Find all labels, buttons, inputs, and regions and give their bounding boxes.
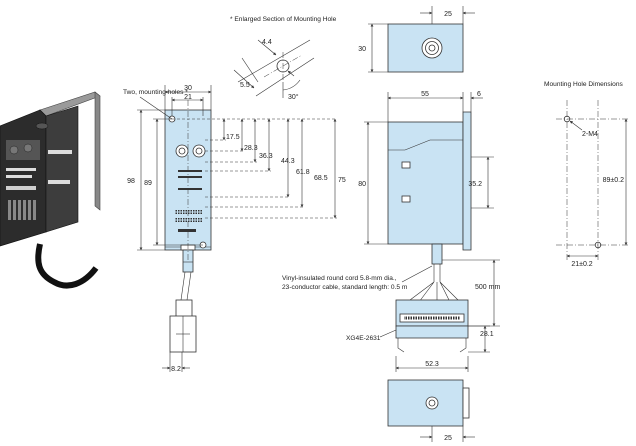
connector-label: XG4E-2631 <box>346 335 381 342</box>
dim-68-5: 68.5 <box>314 175 328 182</box>
dim-36-3: 36.3 <box>259 153 273 160</box>
cable-label-line2: 23-conductor cable, standard length: 0.5… <box>282 284 408 291</box>
side-dim-55: 55 <box>421 91 429 98</box>
side-dim-35-2: 35.2 <box>468 181 482 188</box>
top-view: 25 30 <box>358 6 475 73</box>
cable-label-line1: Vinyl-insulated round cord 5.8-mm dia., <box>282 275 397 282</box>
conn-dim-52-3: 52.3 <box>425 361 439 368</box>
dim-61-8: 61.8 <box>296 169 310 176</box>
dim-8-2: 8.2 <box>171 366 181 373</box>
mh-dim-21: 21±0.2 <box>571 261 592 268</box>
cable-dim-500mm: 500 mm <box>475 284 500 291</box>
bottom-view: 25 <box>387 379 475 442</box>
dim-30-front: 30 <box>184 85 192 92</box>
dim-17-5: 17.5 <box>226 134 240 141</box>
hole-angle-30: 30° <box>288 93 299 101</box>
side-dim-80: 80 <box>358 181 366 188</box>
hole-dim-4-4: 4.4 <box>262 39 272 46</box>
dim-28-3: 28.3 <box>244 145 258 152</box>
side-view: 55 6 80 35.2 500 mm Vinyl-insulated roun… <box>282 91 500 372</box>
dim-75: 75 <box>338 177 346 184</box>
bottom-dim-25: 25 <box>444 435 452 442</box>
mh-2-m4: 2-M4 <box>582 131 598 138</box>
hole-dim-5-5: 5.5 <box>240 82 250 89</box>
enlarged-section-title: * Enlarged Section of Mounting Hole <box>230 16 337 23</box>
product-photo <box>0 91 101 289</box>
mounting-hole-title: Mounting Hole Dimensions <box>544 81 623 88</box>
dim-89: 89 <box>144 180 152 187</box>
conn-dim-28-1: 28.1 <box>480 331 494 338</box>
mounting-hole-dimensions: Mounting Hole Dimensions 2-M4 89±0.2 21±… <box>544 81 630 268</box>
top-dim-30: 30 <box>358 46 366 53</box>
mh-dim-89: 89±0.2 <box>603 177 624 184</box>
enlarged-hole-section: * Enlarged Section of Mounting Hole 4.4 … <box>230 16 337 101</box>
dim-98: 98 <box>127 178 135 185</box>
front-view: 30 21 98 89 17.5 28.3 36.3 44.3 61.8 <box>123 85 346 373</box>
side-dim-6: 6 <box>477 91 481 98</box>
dim-21: 21 <box>184 94 192 101</box>
top-dim-25: 25 <box>444 11 452 18</box>
two-mounting-holes-label: Two, mounting holes * <box>123 89 188 96</box>
